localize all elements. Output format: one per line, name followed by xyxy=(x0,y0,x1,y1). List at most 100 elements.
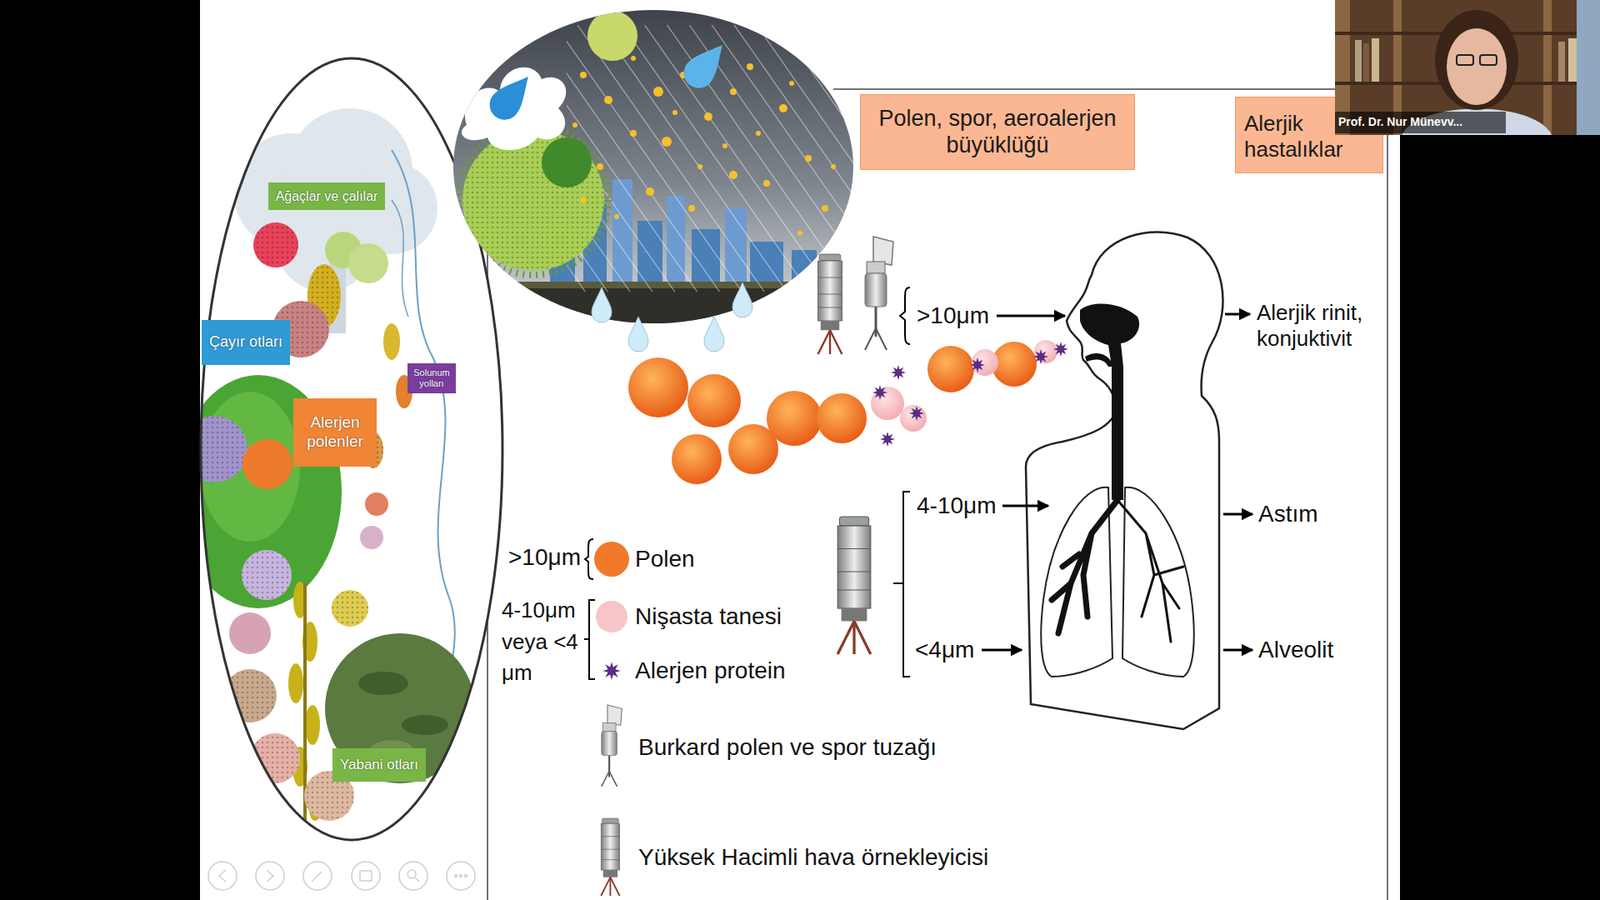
particle-stream xyxy=(628,357,689,418)
slide-nav-icon xyxy=(465,875,468,878)
slide-nav-icon xyxy=(407,870,416,879)
human-figure xyxy=(1085,353,1114,367)
size-label: 4-10μm xyxy=(916,491,997,520)
particle-stream xyxy=(1034,340,1058,364)
weather-picture xyxy=(462,129,605,271)
legend-symbol xyxy=(600,661,622,896)
pollen-source-oval xyxy=(175,58,503,840)
slide-nav-icon xyxy=(415,877,420,882)
slide-nav-icon xyxy=(351,861,380,890)
bracket xyxy=(900,287,910,345)
slide-nav-icon xyxy=(219,870,226,882)
slide-nav-icon xyxy=(208,861,237,890)
weather-picture xyxy=(453,287,854,324)
webcam-video xyxy=(1435,10,1519,110)
weather-picture xyxy=(730,88,737,95)
weather-picture xyxy=(672,110,678,115)
node-text: Polen, spor, aeroalerjen büyüklüğü xyxy=(869,105,1126,160)
weather-picture xyxy=(604,95,613,105)
bracket xyxy=(584,600,595,680)
legend-text: Nişasta tanesi xyxy=(635,602,782,631)
webcam-video xyxy=(1480,55,1497,65)
particle-stream xyxy=(872,385,888,400)
particle-stream xyxy=(671,434,722,485)
pollen-source-oval xyxy=(401,715,449,735)
webcam-video xyxy=(1576,0,1600,135)
leader-arrow xyxy=(996,315,1065,318)
weather-picture xyxy=(462,129,605,271)
human-figure xyxy=(1122,487,1195,677)
slide-nav-icon xyxy=(360,870,372,881)
webcam-video xyxy=(1355,40,1362,82)
panel-frame xyxy=(833,88,1388,90)
webcam-video xyxy=(1335,0,1552,135)
pollen-grain xyxy=(229,612,271,655)
pollen-grain xyxy=(331,590,369,627)
weather-picture xyxy=(653,86,664,97)
legend-swatch xyxy=(595,600,628,633)
legend-text: Alerjen protein xyxy=(635,656,786,685)
category-tag: Ağaçlar ve çalılar xyxy=(268,182,386,210)
weather-picture xyxy=(789,80,795,86)
particle-stream xyxy=(687,374,741,428)
plant-picture xyxy=(288,663,304,704)
slide-nav-icon xyxy=(446,861,475,890)
weather-picture xyxy=(697,164,703,170)
webcam-video xyxy=(1543,0,1552,135)
weather-picture xyxy=(596,163,604,170)
weather-picture xyxy=(688,205,695,212)
particle-stream xyxy=(909,405,925,421)
particle-stream xyxy=(900,405,927,432)
weather-picture xyxy=(677,35,734,95)
sampler-device xyxy=(837,516,871,655)
weather-picture xyxy=(566,25,859,292)
webcam-video xyxy=(1335,0,1600,135)
slide-nav-icon xyxy=(311,871,322,882)
weather-picture xyxy=(458,125,609,275)
raindrop xyxy=(732,282,753,318)
size-label: 4-10μm veya <4 μm xyxy=(501,595,579,690)
pollen-grain xyxy=(250,733,300,784)
leader-arrow xyxy=(981,314,1253,650)
weather-picture xyxy=(580,71,587,79)
human-figure xyxy=(1051,500,1184,642)
weather-picture xyxy=(580,196,587,204)
particle-stream xyxy=(991,341,1037,387)
heading-box: Polen, spor, aeroalerjen büyüklüğü xyxy=(860,94,1135,170)
size-label: >10μm xyxy=(916,301,990,330)
webcam-video xyxy=(1558,41,1565,82)
weather-picture xyxy=(661,136,672,147)
weather-picture xyxy=(830,164,836,170)
human-figure xyxy=(1025,232,1224,730)
weather-picture xyxy=(755,130,761,136)
pollen-grain xyxy=(223,669,277,723)
raindrop xyxy=(704,316,725,352)
category-tag: Yabani otları xyxy=(332,748,426,782)
pollen-source-oval xyxy=(358,671,409,695)
pollen-source-oval xyxy=(391,200,409,317)
weather-picture xyxy=(729,170,738,180)
node-text: Ağaçlar ve çalılar xyxy=(275,188,379,205)
weather-picture xyxy=(779,104,788,113)
slide-nav-icon xyxy=(208,861,475,890)
legend-text: Burkard polen ve spor tuzağı xyxy=(638,733,937,762)
pollen-source-oval xyxy=(175,108,475,825)
pollen-grain xyxy=(241,550,292,600)
pollen-grain xyxy=(250,733,300,784)
particle-stream xyxy=(1053,341,1069,357)
bracket xyxy=(584,287,910,680)
weed-picture xyxy=(325,633,475,784)
pollen-grain xyxy=(180,415,248,483)
bracket xyxy=(585,539,594,580)
weather-picture xyxy=(630,55,636,61)
panel-frame xyxy=(1386,89,1389,900)
human-figure xyxy=(1080,303,1140,367)
pollen-grain xyxy=(331,590,369,627)
legend-text: Yüksek Hacimli hava örnekleyicisi xyxy=(638,843,989,872)
leader-arrow xyxy=(1225,313,1250,316)
particle-stream xyxy=(766,390,822,446)
pollen-grain xyxy=(242,439,293,490)
raindrop xyxy=(591,282,753,352)
pollen-grain xyxy=(180,222,413,821)
tree-picture xyxy=(233,108,438,334)
